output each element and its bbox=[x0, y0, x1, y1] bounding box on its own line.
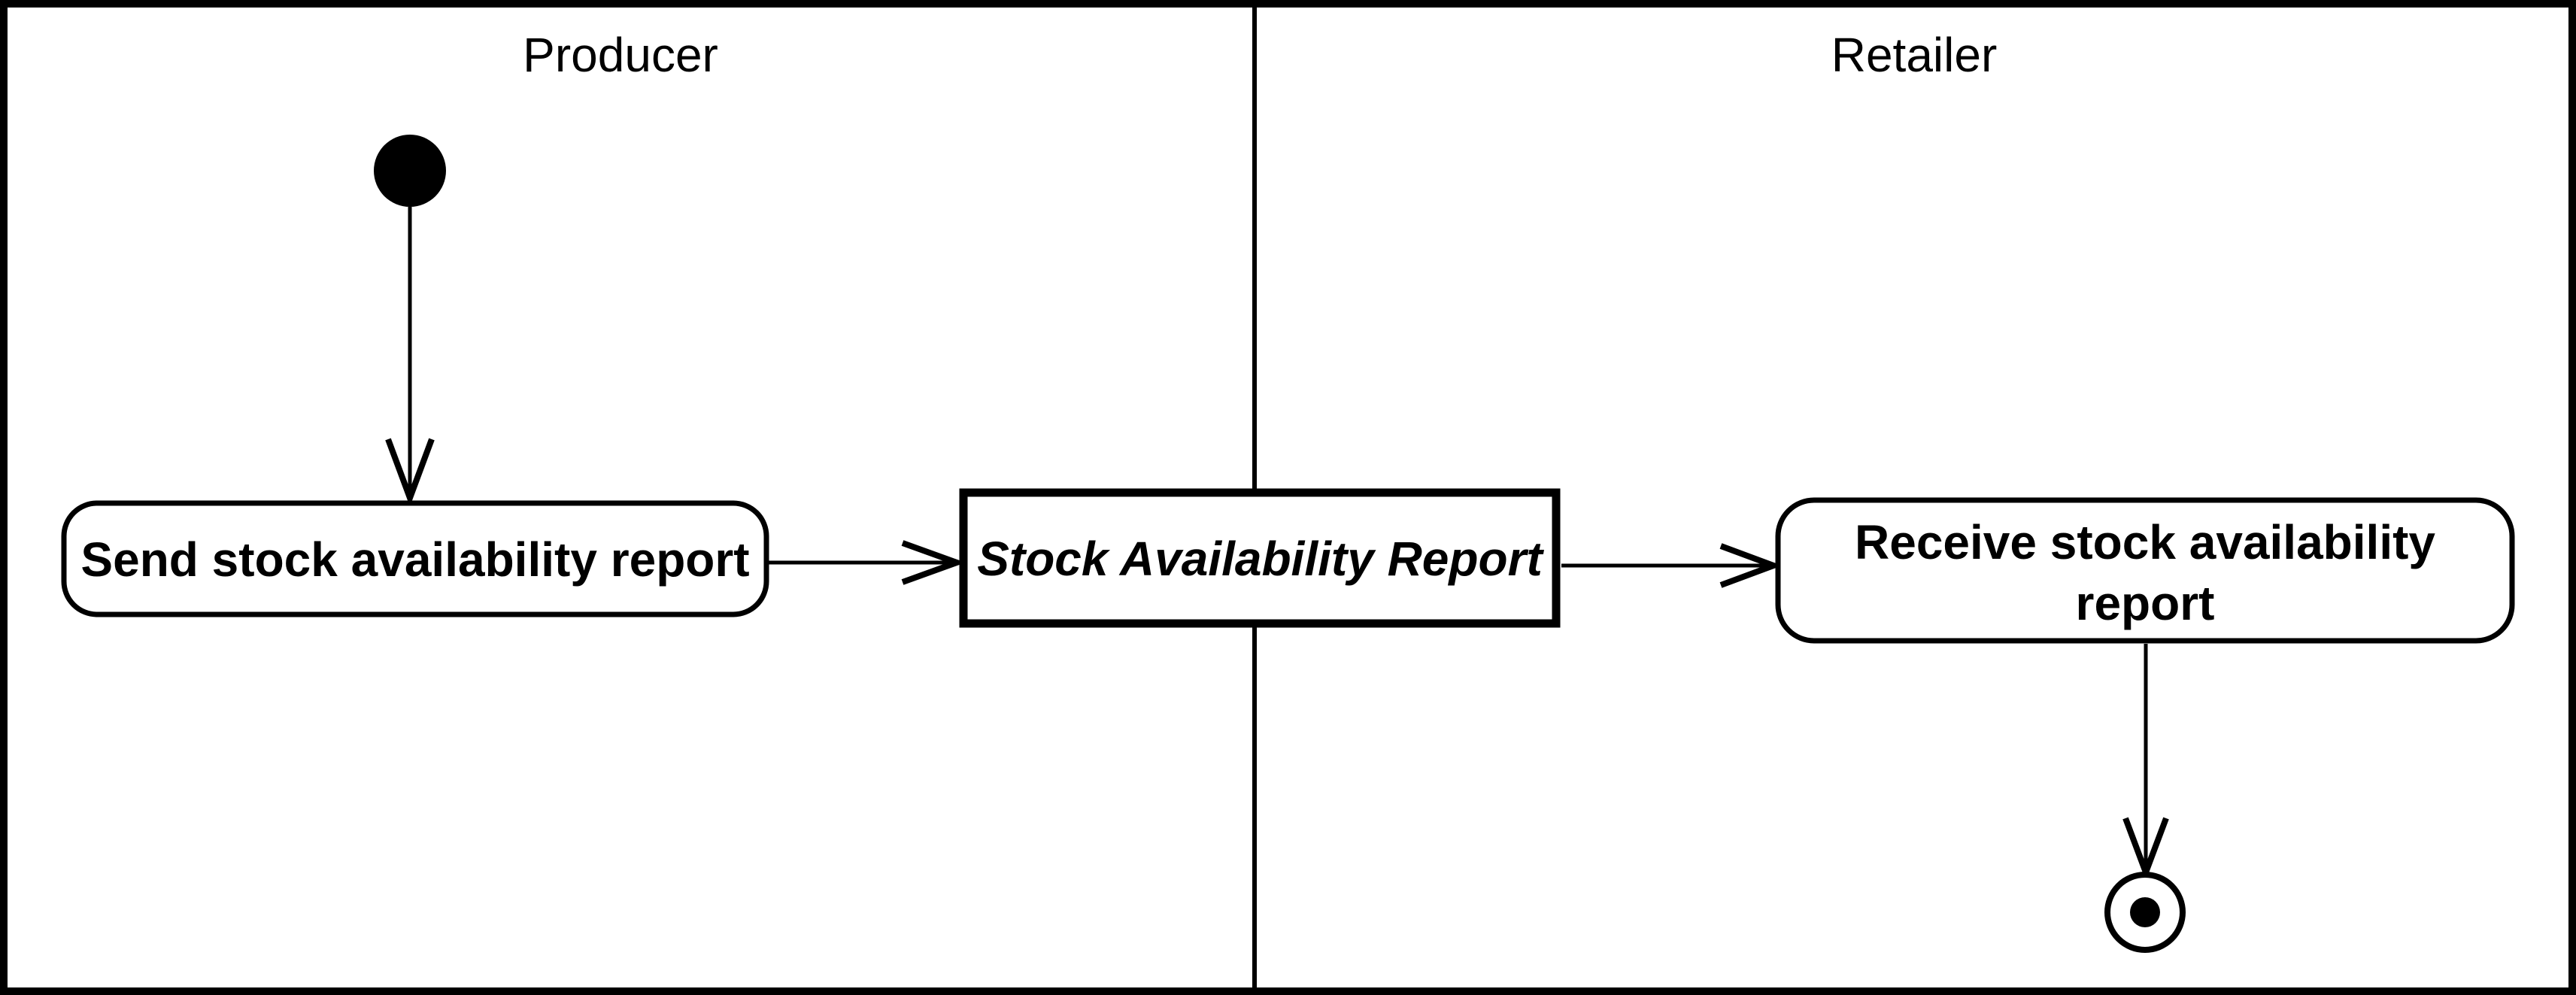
object-node-shape bbox=[959, 488, 1561, 628]
arrowhead-icon bbox=[901, 540, 966, 585]
action-node-send-label: Send stock availability report bbox=[80, 532, 749, 587]
object-node-stock-availability-report: Stock Availability Report bbox=[959, 488, 1561, 628]
final-node-icon bbox=[2104, 872, 2186, 953]
lane-label-producer: Producer bbox=[523, 28, 718, 82]
arrowhead-icon bbox=[385, 438, 435, 507]
edge-initial-to-send bbox=[385, 207, 435, 507]
edge-object-to-receive bbox=[1561, 543, 1783, 588]
lane-label-retailer: Retailer bbox=[1831, 28, 1998, 82]
edge-send-to-object bbox=[767, 540, 966, 585]
object-node-label: Stock Availability Report bbox=[977, 532, 1544, 586]
action-node-receive-shape bbox=[1775, 497, 2515, 644]
action-node-send-shape bbox=[61, 500, 769, 617]
initial-node-icon bbox=[374, 135, 446, 207]
action-node-receive-label-line1: Receive stock availability bbox=[1855, 515, 2435, 569]
action-node-receive: Receive stock availability report bbox=[1775, 497, 2515, 644]
arrowhead-icon bbox=[1719, 543, 1783, 588]
final-node-inner-dot bbox=[2130, 897, 2160, 927]
action-node-send: Send stock availability report bbox=[61, 500, 769, 617]
action-node-receive-label-line2: report bbox=[2076, 576, 2215, 630]
